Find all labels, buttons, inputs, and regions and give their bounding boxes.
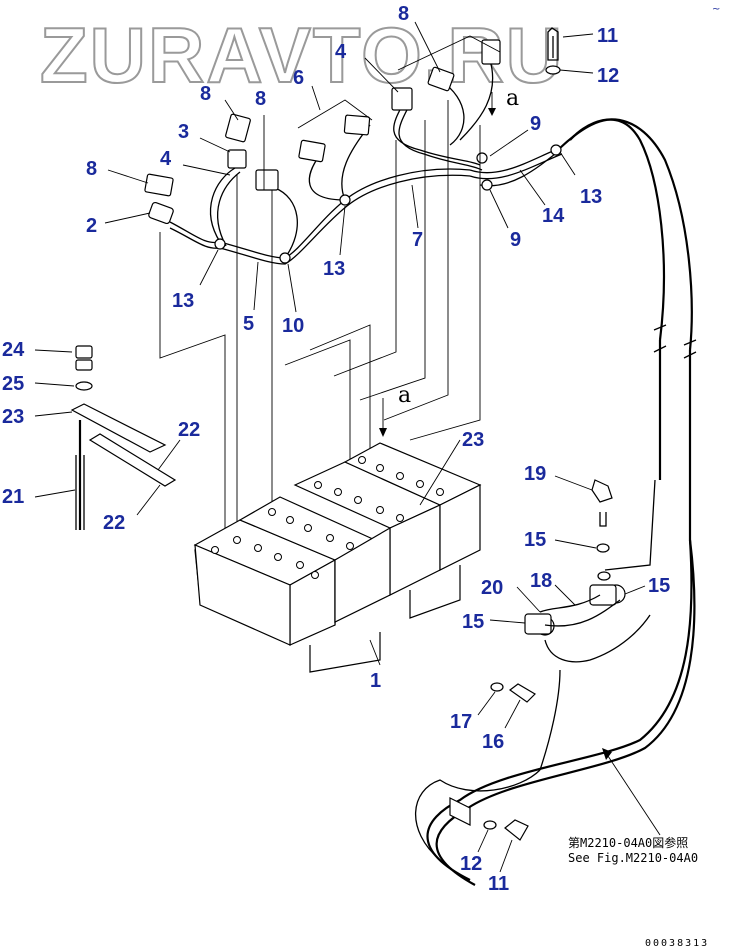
- callout-25: 25: [2, 373, 24, 395]
- battery-holddown: [70, 345, 177, 530]
- callout-10: 10: [282, 315, 304, 337]
- callout-13-left: 13: [172, 290, 194, 312]
- callout-8-left: 8: [86, 158, 97, 180]
- callout-15-left: 15: [462, 611, 484, 633]
- callout-1: 1: [370, 670, 381, 692]
- view-marker-bottom: a: [398, 383, 411, 408]
- leader-lines: [159, 92, 496, 530]
- callout-8-center: 8: [255, 88, 266, 110]
- callout-11-top: 11: [597, 25, 618, 47]
- callout-22-lower: 22: [103, 512, 125, 534]
- callout-15-upper: 15: [524, 529, 546, 551]
- callout-3: 3: [178, 121, 189, 143]
- watermark-text: ZURAVTO.RU: [40, 11, 564, 99]
- callout-12-bottom: 12: [460, 853, 482, 875]
- callout-18: 18: [530, 570, 552, 592]
- callout-21: 21: [2, 486, 24, 508]
- callout-16: 16: [482, 731, 504, 753]
- callout-7: 7: [412, 229, 423, 251]
- callout-24: 24: [2, 339, 25, 361]
- callout-22-upper: 22: [178, 419, 200, 441]
- reference-note-en: See Fig.M2210-04A0: [568, 851, 698, 865]
- callout-19: 19: [524, 463, 546, 485]
- callout-9-upper: 9: [530, 113, 541, 135]
- callout-17: 17: [450, 711, 472, 733]
- callout-4-left: 4: [160, 148, 172, 170]
- callout-2: 2: [86, 215, 97, 237]
- callout-5: 5: [243, 313, 254, 335]
- callout-6: 6: [293, 67, 304, 89]
- callout-23-left: 23: [2, 406, 24, 428]
- view-marker-top: a: [506, 86, 519, 111]
- battery-group: [193, 442, 482, 673]
- callout-4-top: 4: [335, 41, 347, 63]
- switch-assembly: [415, 324, 697, 886]
- wiring-harness: [169, 59, 693, 351]
- callout-leaders: [34, 21, 646, 873]
- callout-20: 20: [481, 577, 503, 599]
- connectors: [144, 27, 562, 264]
- callout-12-top: 12: [597, 65, 619, 87]
- callout-15-right: 15: [648, 575, 670, 597]
- callout-13-center: 13: [323, 258, 345, 280]
- callout-8-top: 8: [398, 3, 409, 25]
- callout-11-bottom: 11: [488, 873, 509, 895]
- callout-14: 14: [542, 205, 565, 227]
- callout-23-right: 23: [462, 429, 484, 451]
- corner-mark: ~: [712, 4, 720, 15]
- callout-8-upper-left: 8: [200, 83, 211, 105]
- callout-9-lower: 9: [510, 229, 521, 251]
- callout-labels: 11 12 8 4 8 8 6 3 4 8 2 9 13 14 9 7 13 1…: [2, 3, 670, 895]
- callout-13-right: 13: [580, 186, 602, 208]
- reference-note-jp: 第M2210-04A0図参照: [568, 835, 688, 850]
- document-number: 00038313: [645, 938, 709, 949]
